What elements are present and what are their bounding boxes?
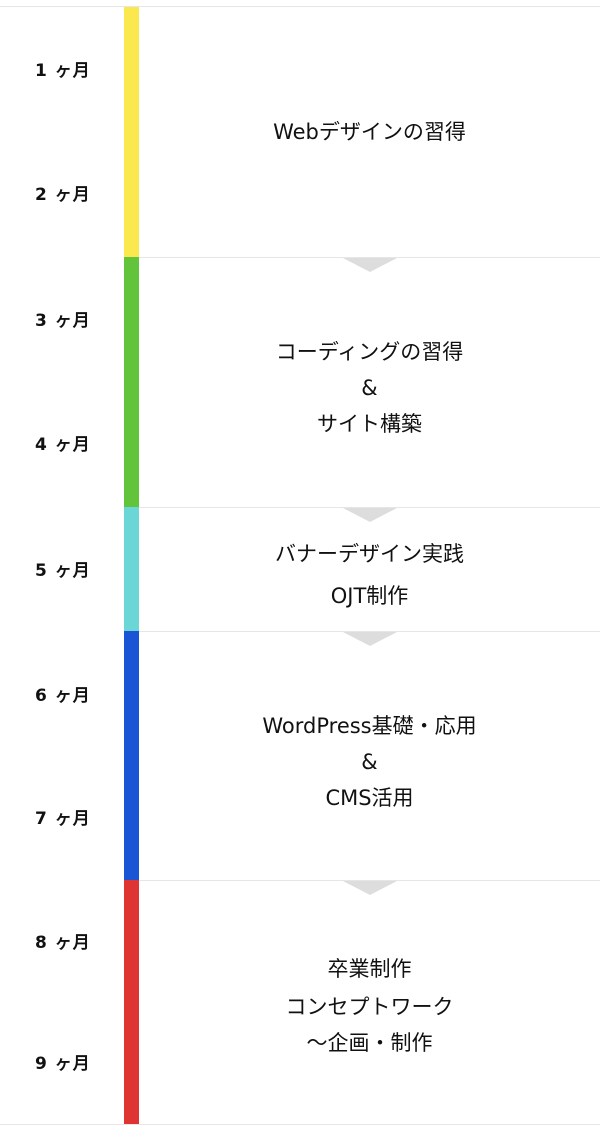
stage-2: コーディングの習得 & サイト構築 xyxy=(139,263,600,513)
stage-5: 卒業制作 コンセプトワーク 〜企画・制作 xyxy=(139,886,600,1124)
down-arrow-icon xyxy=(343,632,397,646)
stage-subtitle: CMS活用 xyxy=(325,785,414,810)
month-unit: ヶ月 xyxy=(54,933,91,953)
month-unit: ヶ月 xyxy=(54,686,91,706)
month-unit: ヶ月 xyxy=(54,311,91,331)
top-border xyxy=(0,6,600,7)
month-label-8: 8 ヶ月 xyxy=(35,933,95,953)
stage-divider xyxy=(139,507,600,508)
month-unit: ヶ月 xyxy=(54,435,91,455)
month-label-9: 9 ヶ月 xyxy=(35,1054,95,1074)
stage-title: コーディングの習得 xyxy=(275,340,464,364)
stage-bar-2 xyxy=(124,257,139,507)
stage-divider xyxy=(139,631,600,632)
month-unit: ヶ月 xyxy=(54,1054,91,1074)
month-unit: ヶ月 xyxy=(54,61,91,81)
month-number: 9 xyxy=(35,1054,48,1074)
month-label-4: 4 ヶ月 xyxy=(35,435,95,455)
down-arrow-icon xyxy=(343,258,397,272)
stage-subtitle: コンセプトワーク xyxy=(285,995,454,1019)
stage-ampersand: & xyxy=(361,749,378,774)
month-number: 1 xyxy=(35,61,48,81)
month-label-5: 5 ヶ月 xyxy=(35,561,95,581)
month-label-7: 7 ヶ月 xyxy=(35,809,95,829)
month-number: 6 xyxy=(35,686,48,706)
stage-ampersand: & xyxy=(361,376,378,400)
month-unit: ヶ月 xyxy=(54,185,91,205)
stage-title: バナーデザイン実践 xyxy=(275,542,464,566)
month-number: 2 xyxy=(35,185,48,205)
month-label-1: 1 ヶ月 xyxy=(35,61,95,81)
down-arrow-icon xyxy=(343,881,397,895)
stage-title: Webデザインの習得 xyxy=(273,120,466,144)
month-unit: ヶ月 xyxy=(54,561,91,581)
bottom-border xyxy=(0,1124,600,1125)
down-arrow-icon xyxy=(343,508,397,522)
stage-1: Webデザインの習得 xyxy=(139,7,600,257)
month-number: 7 xyxy=(35,809,48,829)
stage-subtitle: OJT制作 xyxy=(330,584,409,608)
stage-bar-4 xyxy=(124,631,139,880)
month-label-3: 3 ヶ月 xyxy=(35,311,95,331)
month-number: 4 xyxy=(35,435,48,455)
stage-subtitle: 〜企画・制作 xyxy=(306,1031,433,1055)
stage-divider xyxy=(139,257,600,258)
month-unit: ヶ月 xyxy=(54,809,91,829)
month-number: 5 xyxy=(35,561,48,581)
stage-3: バナーデザイン実践 OJT制作 xyxy=(139,513,600,637)
stage-subtitle: サイト構築 xyxy=(317,412,422,436)
stage-bar-1 xyxy=(124,7,139,257)
stage-title: WordPress基礎・応用 xyxy=(262,713,477,738)
month-number: 8 xyxy=(35,933,48,953)
month-label-2: 2 ヶ月 xyxy=(35,185,95,205)
month-label-6: 6 ヶ月 xyxy=(35,686,95,706)
stage-4: WordPress基礎・応用 & CMS活用 xyxy=(139,637,600,886)
stage-bar-3 xyxy=(124,507,139,631)
stage-divider xyxy=(139,880,600,881)
month-number: 3 xyxy=(35,311,48,331)
stage-bar-5 xyxy=(124,880,139,1124)
stage-title: 卒業制作 xyxy=(327,957,412,981)
